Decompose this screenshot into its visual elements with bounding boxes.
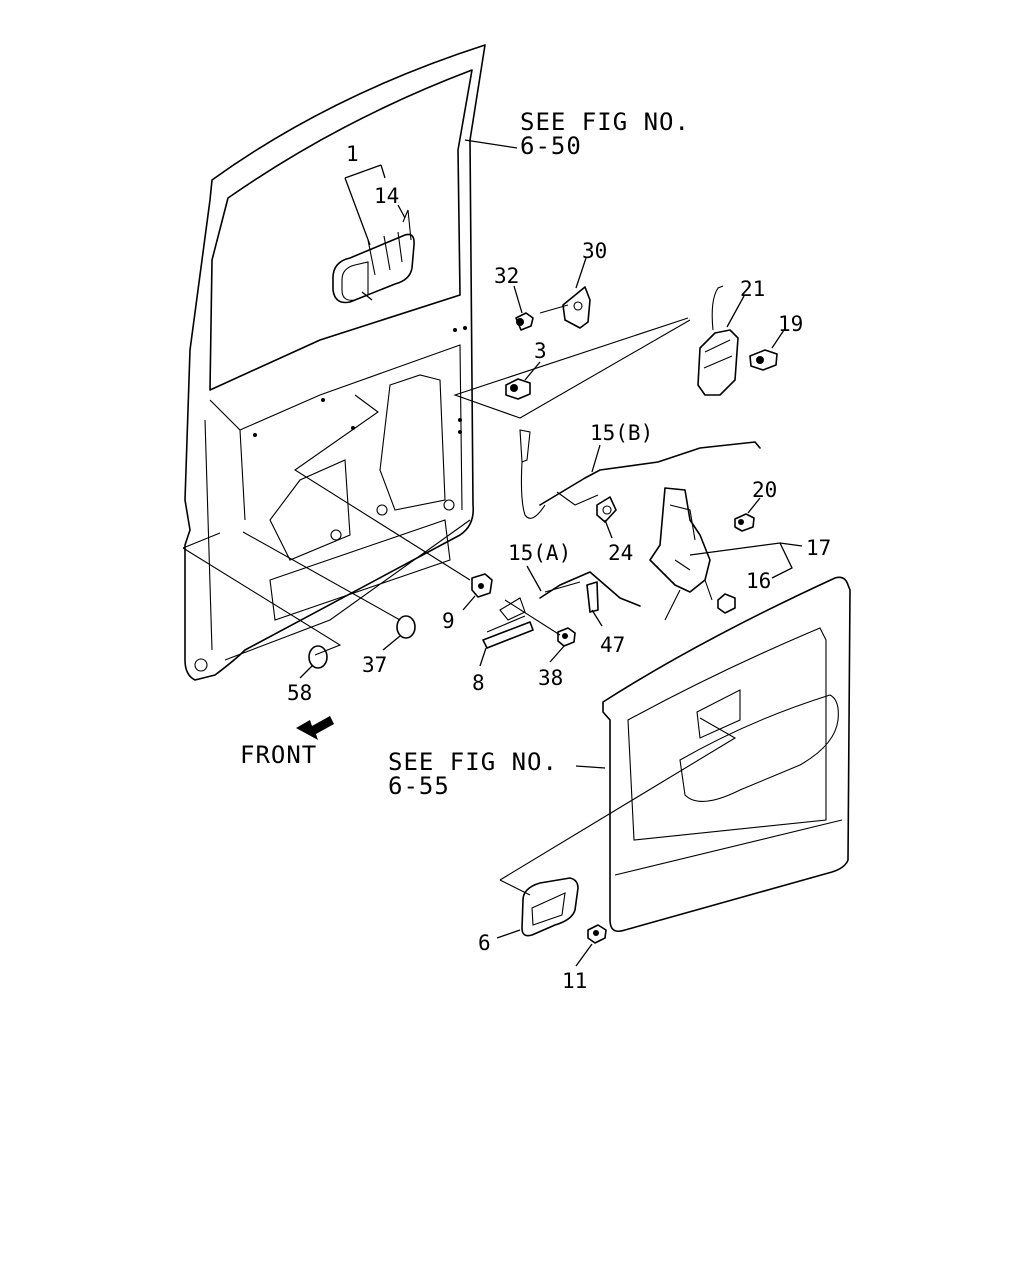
- bolt-20: [734, 513, 755, 532]
- leader-lines: [299, 139, 803, 967]
- callout-32: 32: [494, 264, 519, 288]
- part-47: [586, 581, 599, 613]
- callout-47: 47: [600, 633, 625, 657]
- callout-16: 16: [746, 569, 771, 593]
- callout-8: 8: [472, 671, 485, 695]
- screw-11: [587, 924, 607, 944]
- callout-38: 38: [538, 666, 563, 690]
- callout-21: 21: [740, 277, 765, 301]
- screw-38: [557, 627, 576, 647]
- lock-assembly-16-17: [649, 487, 736, 621]
- inside-handle-6: [521, 877, 579, 937]
- callout-15b: 15(B): [590, 421, 653, 445]
- plug-58: [308, 645, 328, 669]
- plug-37: [396, 615, 416, 639]
- door-trim-panel: [602, 576, 851, 933]
- clip-24: [596, 496, 617, 523]
- rod-15b: [519, 429, 761, 519]
- callout-14: 14: [374, 184, 399, 208]
- actuator-21: [697, 285, 739, 396]
- callout-17: 17: [806, 536, 831, 560]
- callout-1: 1: [346, 142, 359, 166]
- callout-37: 37: [362, 653, 387, 677]
- knob-8: [482, 597, 534, 649]
- callout-6: 6: [478, 931, 491, 955]
- callout-19: 19: [778, 312, 803, 336]
- ref-upper-line2: 6-50: [520, 132, 582, 160]
- callout-58: 58: [287, 681, 312, 705]
- front-arrow-icon: [296, 716, 334, 740]
- callout-30: 30: [582, 239, 607, 263]
- bracket-30: [539, 286, 591, 329]
- front-label: FRONT: [240, 741, 317, 769]
- bolt-32: [515, 312, 534, 331]
- clip-9: [471, 573, 493, 598]
- callout-9: 9: [442, 609, 455, 633]
- door-shell: [184, 44, 486, 681]
- callout-20: 20: [752, 478, 777, 502]
- bolt-19: [749, 349, 778, 371]
- ref-lower-line1: SEE FIG NO.: [388, 748, 558, 776]
- bolt-3: [505, 378, 531, 400]
- ref-upper-line1: SEE FIG NO.: [520, 108, 690, 136]
- callout-15a: 15(A): [508, 541, 571, 565]
- callout-3: 3: [534, 339, 547, 363]
- callout-24: 24: [608, 541, 633, 565]
- ref-lower-line2: 6-55: [388, 772, 450, 800]
- rod-15a: [539, 571, 641, 607]
- outside-handle: [332, 209, 415, 304]
- alignment-lines: [182, 317, 737, 896]
- callout-11: 11: [562, 969, 587, 993]
